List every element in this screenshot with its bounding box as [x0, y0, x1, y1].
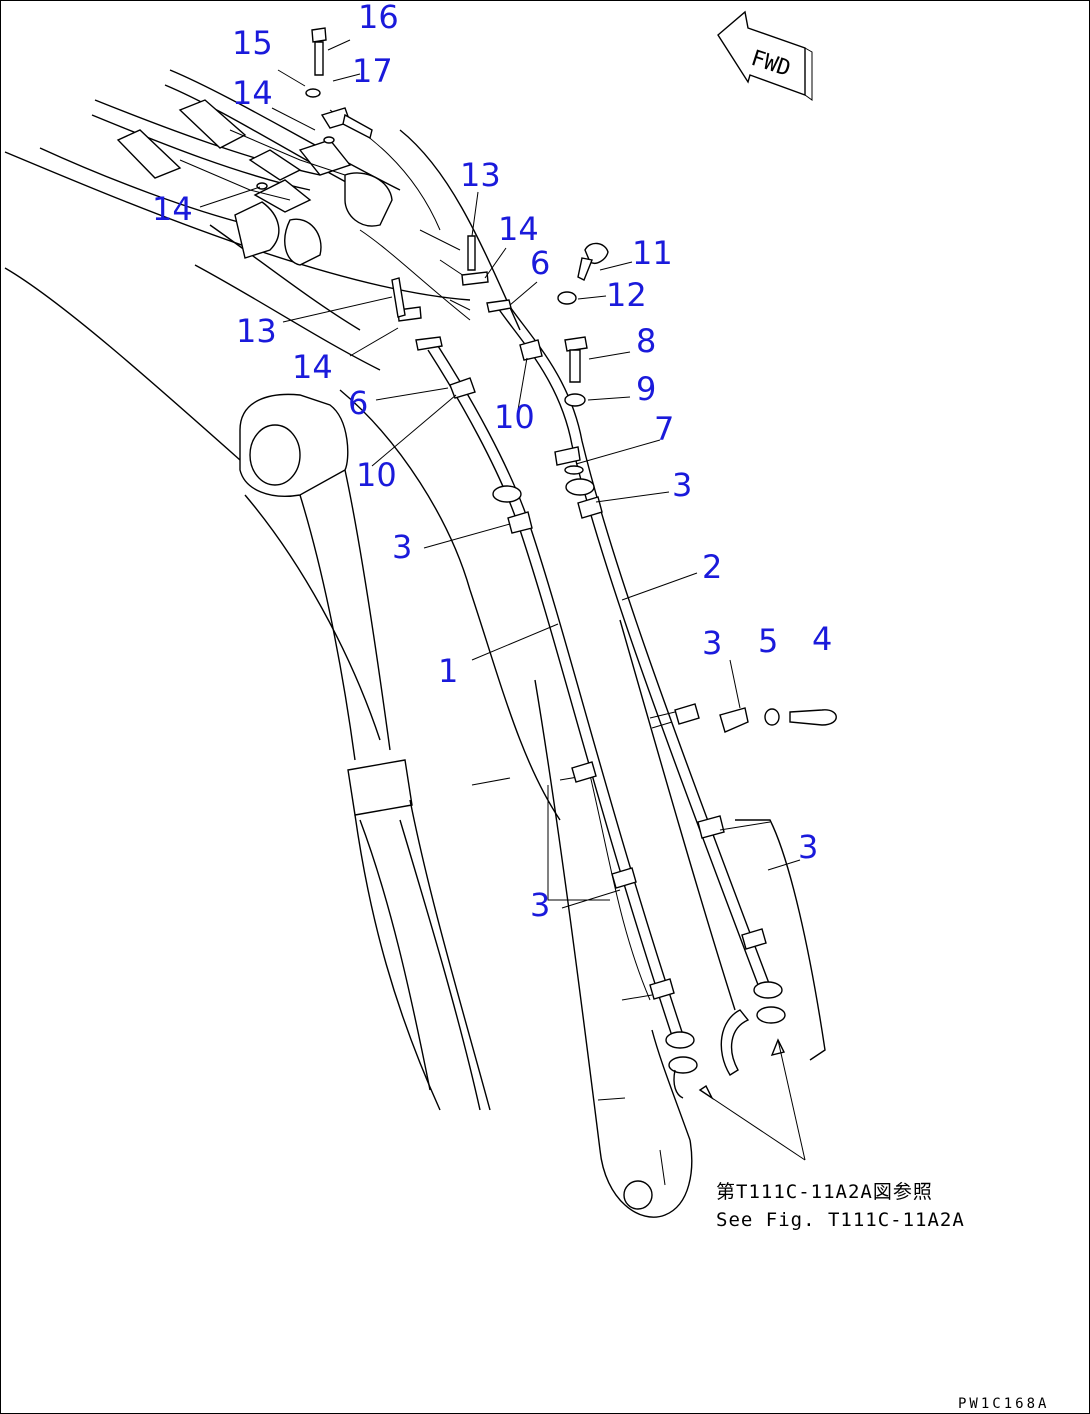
callout-1: 1 [438, 652, 458, 690]
callout-5: 5 [758, 622, 778, 660]
callout-10-right: 10 [494, 398, 535, 436]
callout-2: 2 [702, 548, 722, 586]
pipe-fittings [391, 235, 786, 1099]
callout-15: 15 [232, 24, 273, 62]
callout-numbers: 16 15 17 14 14 13 14 6 11 12 13 14 8 6 9… [152, 0, 832, 924]
boom-outline [4, 129, 561, 1111]
clamps [449, 339, 771, 1001]
boom-cylinder [239, 393, 491, 1111]
callout-7: 7 [654, 410, 674, 448]
callout-13-left: 13 [236, 312, 277, 350]
callout-6-left: 6 [348, 384, 368, 422]
callout-3-lower-left: 3 [530, 886, 550, 924]
reference-note: 第T111C-11A2A図参照 See Fig. T111C-11A2A [716, 1181, 965, 1231]
callout-9: 9 [636, 370, 656, 408]
leader-lines [199, 39, 806, 1161]
pipe-2 [497, 303, 771, 991]
callout-12: 12 [606, 276, 647, 314]
callout-13-right: 13 [460, 156, 501, 194]
callout-4: 4 [812, 620, 832, 658]
callout-16: 16 [358, 0, 399, 36]
callout-3-upper-left: 3 [392, 528, 412, 566]
hardware [256, 27, 837, 726]
callout-6-right: 6 [530, 244, 550, 282]
callout-14-top: 14 [232, 74, 273, 112]
callout-10-left: 10 [356, 456, 397, 494]
callout-14-lower: 14 [292, 348, 333, 386]
callout-11: 11 [632, 234, 673, 272]
callout-8: 8 [636, 322, 656, 360]
pipe-1 [427, 345, 686, 1046]
reference-note-jp: 第T111C-11A2A図参照 [716, 1181, 933, 1203]
callout-14-right: 14 [498, 210, 539, 248]
callout-17: 17 [352, 52, 393, 90]
callout-3-lower-right: 3 [798, 828, 818, 866]
drawing-code: PW1C168A [958, 1396, 1049, 1412]
direction-arrow-icon: FWD [717, 10, 813, 101]
upper-assembly [39, 69, 471, 371]
callout-3-clamp: 3 [702, 624, 722, 662]
callout-14-left: 14 [152, 190, 193, 228]
arm-body [534, 619, 826, 1218]
reference-note-en: See Fig. T111C-11A2A [716, 1209, 965, 1231]
callout-3-upper-right: 3 [672, 466, 692, 504]
